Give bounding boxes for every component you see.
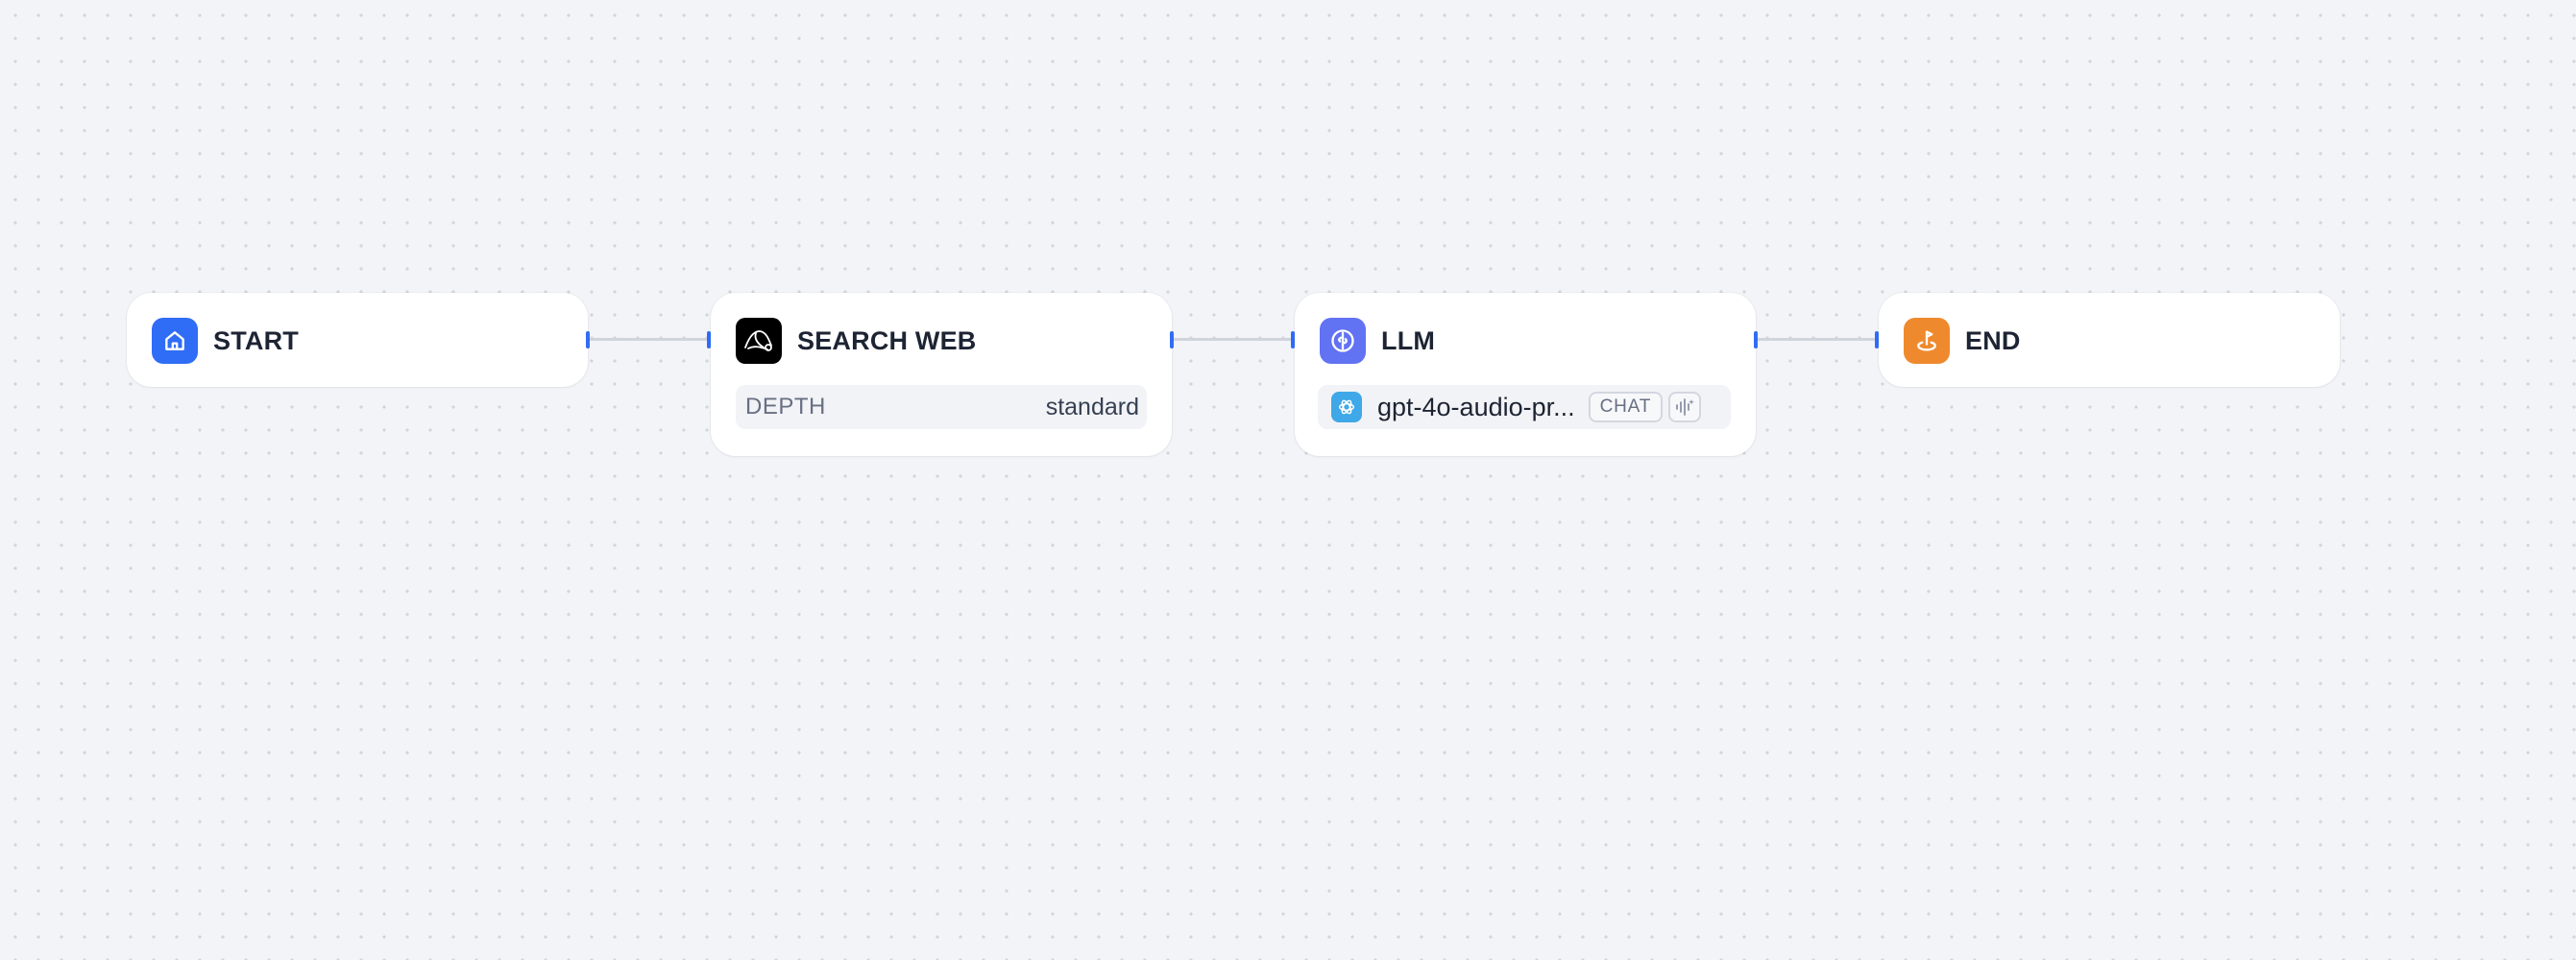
search-source-handle[interactable] [1170,331,1174,348]
depth-param-row: DEPTH standard [736,385,1147,429]
node-search-web-title: SEARCH WEB [797,325,977,355]
llm-source-handle[interactable] [1754,331,1758,348]
end-target-handle[interactable] [1875,331,1879,348]
depth-label: DEPTH [745,394,826,420]
node-search-web-header: SEARCH WEB [736,318,977,364]
node-end-title: END [1965,325,2021,355]
edge-llm-end[interactable] [1758,338,1877,341]
audio-wave-icon [1668,392,1702,422]
model-row[interactable]: gpt-4o-audio-pr... CHAT [1318,385,1731,429]
search-web-icon [736,318,782,364]
node-llm[interactable]: LLM gpt-4o-audio-pr... CHAT [1295,293,1756,456]
node-search-web[interactable]: SEARCH WEB DEPTH standard [711,293,1172,456]
chat-mode-badge: CHAT [1588,392,1664,422]
llm-brain-icon [1320,318,1366,364]
start-source-handle[interactable] [586,331,590,348]
node-llm-title: LLM [1381,325,1436,355]
flag-icon [1904,318,1950,364]
openai-icon [1331,392,1362,422]
node-start[interactable]: START [127,293,588,387]
node-start-title: START [213,325,299,355]
node-end-header: END [1904,318,2021,364]
llm-target-handle[interactable] [1291,331,1295,348]
edge-search-llm[interactable] [1174,338,1293,341]
node-llm-header: LLM [1320,318,1435,364]
depth-value: standard [1045,393,1139,420]
home-icon [152,318,198,364]
node-end[interactable]: END [1879,293,2340,387]
edge-start-search[interactable] [590,338,709,341]
node-start-header: START [152,318,299,364]
search-target-handle[interactable] [707,331,711,348]
model-name: gpt-4o-audio-pr... [1377,392,1575,421]
